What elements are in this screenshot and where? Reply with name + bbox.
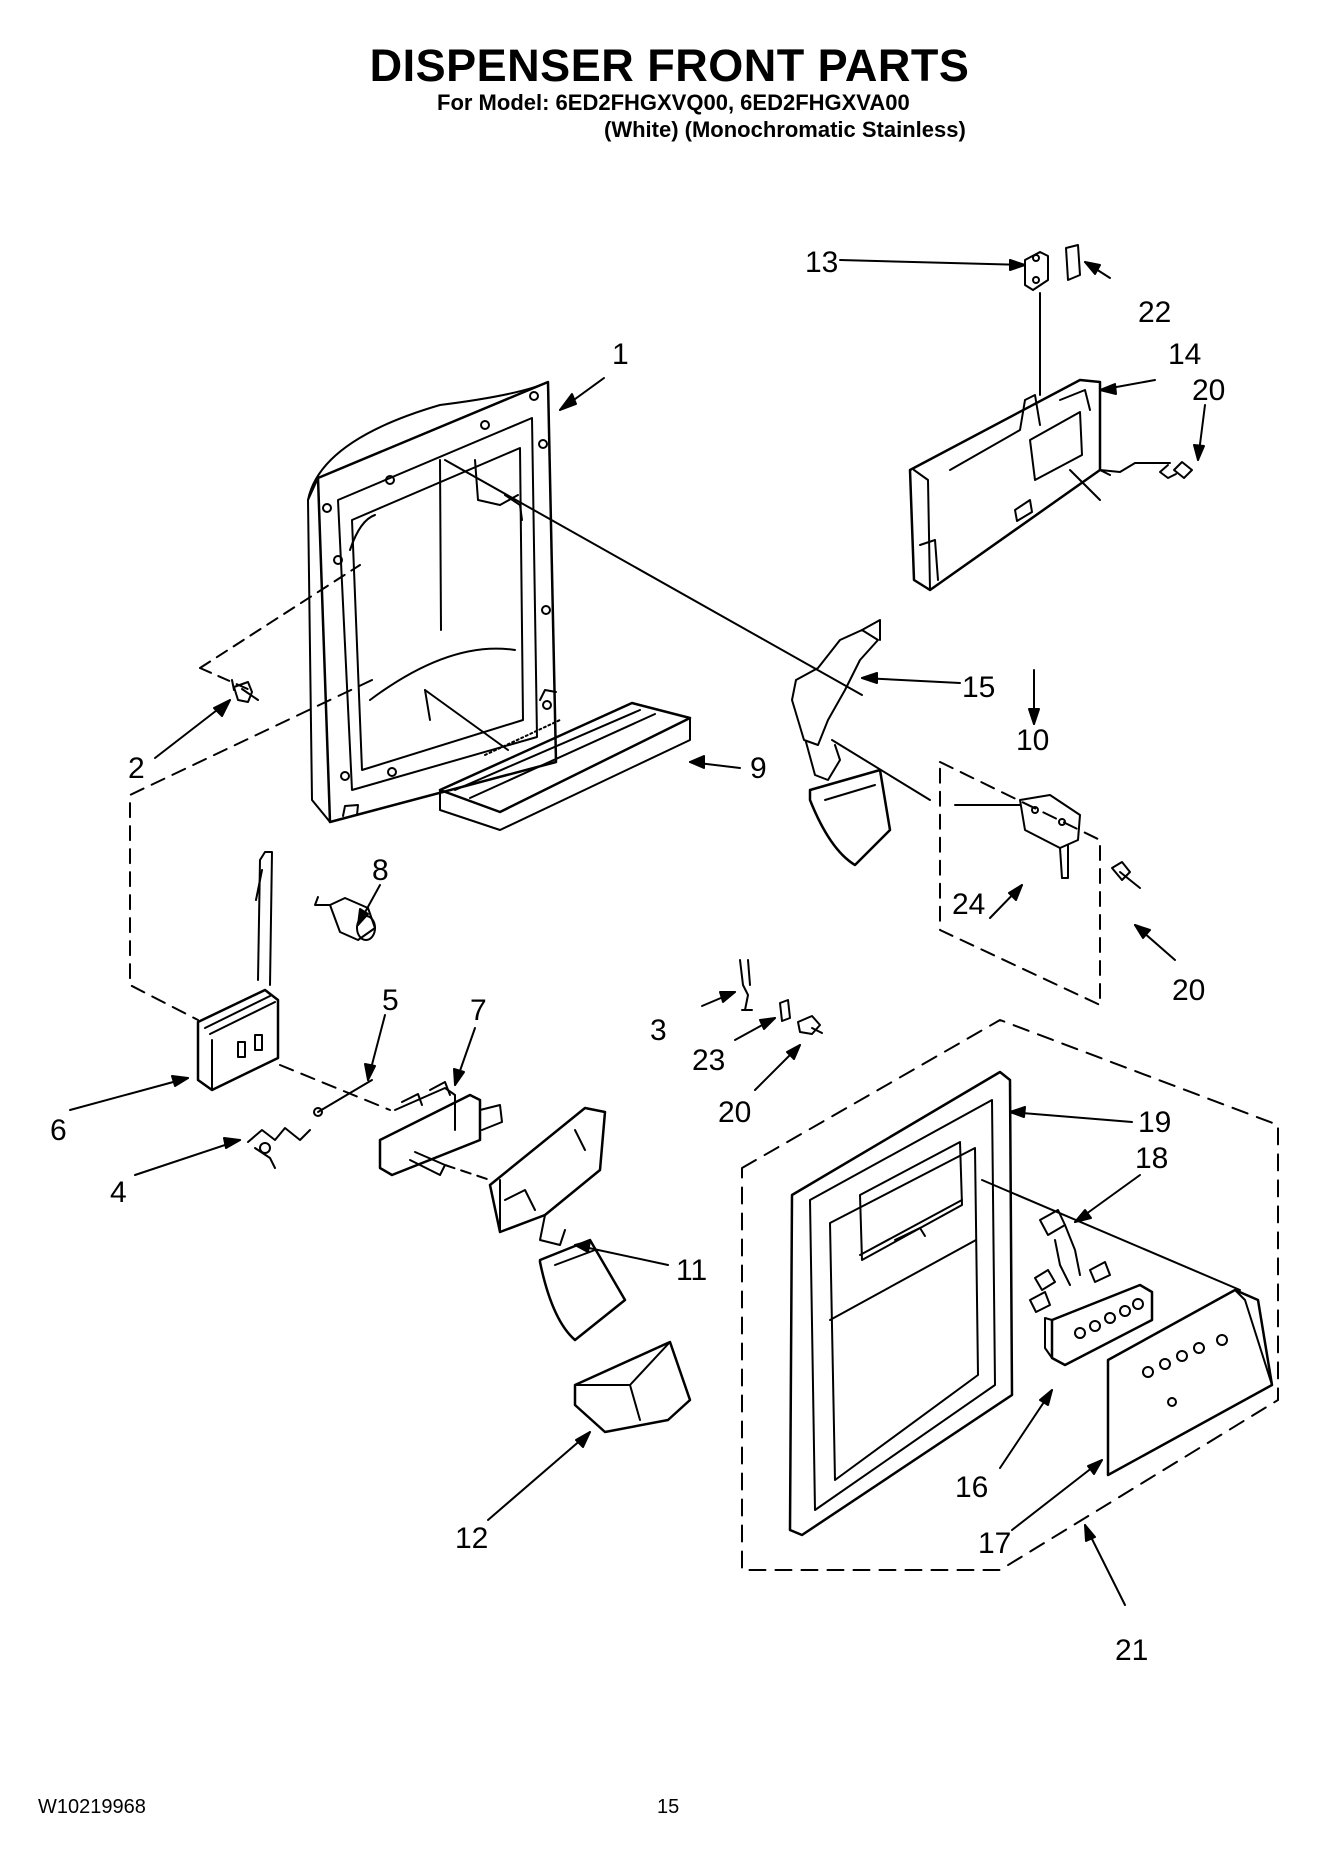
- callout-3: 3: [650, 1014, 667, 1047]
- part-switch-24: [954, 794, 1081, 879]
- page-number: 15: [657, 1796, 680, 1818]
- callout-21: 21: [1115, 1634, 1148, 1667]
- part-pin: [313, 1079, 373, 1117]
- model-variants: (White) (Monochromatic Stainless): [604, 117, 966, 142]
- part-front-panel-17: [1106, 1288, 1274, 1477]
- model-numbers: For Model: 6ED2FHGXVQ00, 6ED2FHGXVA00: [437, 90, 910, 115]
- callout-11: 11: [676, 1254, 707, 1287]
- part-funnel: [573, 1340, 692, 1434]
- callout-13: 13: [805, 246, 838, 279]
- callout-22: 22: [1138, 296, 1171, 329]
- callout-14: 14: [1168, 338, 1201, 371]
- part-spring: [247, 1127, 311, 1169]
- leader-dashed-6: [129, 679, 373, 1021]
- group-box-21: [741, 1019, 1279, 1571]
- callout-17: 17: [978, 1527, 1011, 1560]
- callout-20-lower: 20: [718, 1096, 751, 1129]
- part-harness-18: [1029, 1209, 1111, 1313]
- callout-20-top: 20: [1192, 374, 1225, 407]
- part-bezel-19: [788, 1070, 1014, 1537]
- callout-20-middle: 20: [1172, 974, 1205, 1007]
- callout-4: 4: [110, 1176, 127, 1209]
- document-number: W10219968: [38, 1796, 146, 1818]
- callout-1: 1: [612, 338, 629, 371]
- callout-19: 19: [1138, 1106, 1171, 1139]
- callout-7: 7: [470, 994, 487, 1027]
- leader-dashed-2: [199, 564, 361, 669]
- part-screw-2: [231, 679, 259, 703]
- group-box-10: [939, 761, 1101, 1006]
- part-actuator-arm-ice: [791, 619, 892, 867]
- part-control-board-16: [1044, 1283, 1154, 1367]
- callout-24: 24: [952, 888, 985, 921]
- callout-arrows: [69, 259, 1206, 1606]
- part-actuator-arm-water: [488, 1106, 627, 1342]
- callout-23: 23: [692, 1044, 725, 1077]
- part-dispenser-housing: [307, 380, 863, 824]
- part-solenoid: [314, 896, 376, 941]
- callout-16: 16: [955, 1471, 988, 1504]
- callout-12: 12: [455, 1522, 488, 1555]
- callout-9: 9: [750, 752, 767, 785]
- callout-labels: 1 2 3 4 5 6 7 8 9 10 11 12 13 14 15 16 1…: [50, 246, 1225, 1667]
- part-screw-20b: [1111, 861, 1141, 889]
- callout-8: 8: [372, 854, 389, 887]
- part-housing-bracket: [908, 244, 1193, 592]
- callout-18: 18: [1135, 1142, 1168, 1175]
- callout-5: 5: [382, 984, 399, 1017]
- callout-10: 10: [1016, 724, 1049, 757]
- part-control-module: [196, 851, 280, 1092]
- callout-6: 6: [50, 1114, 67, 1147]
- part-drip-tray: [438, 701, 692, 831]
- part-bracket-7: [378, 1081, 503, 1177]
- part-hardware-3-23: [739, 959, 823, 1035]
- callout-2: 2: [128, 752, 145, 785]
- callout-15: 15: [962, 671, 995, 704]
- page-title: DISPENSER FRONT PARTS: [369, 40, 970, 91]
